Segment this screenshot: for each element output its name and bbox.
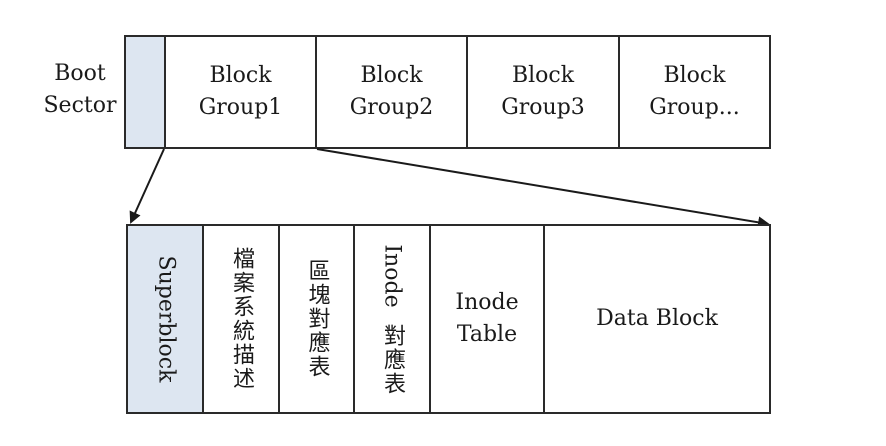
- block-group-more-line2: Group...: [649, 95, 740, 120]
- arrow-to-superblock: [129, 148, 165, 224]
- block-group-2: Block Group2: [315, 35, 468, 149]
- block-group-2-line1: Block: [360, 63, 423, 88]
- fs-description-label: 檔案系統描述: [229, 247, 254, 391]
- inode-table-line2: Table: [456, 322, 518, 347]
- inode-bitmap-cell: Inode 對應表: [353, 224, 431, 414]
- boot-sector-label-line1: Boot: [54, 61, 106, 86]
- inode-table-line1: Inode: [455, 290, 519, 315]
- block-bitmap-cell: 區塊對應表: [278, 224, 355, 414]
- boot-sector-label-line2: Sector: [43, 93, 117, 118]
- block-group-3: Block Group3: [466, 35, 620, 149]
- data-block-cell: Data Block: [543, 224, 771, 414]
- block-group-1-line2: Group1: [198, 95, 283, 120]
- block-group-2-line2: Group2: [349, 95, 434, 120]
- arrow-to-data-block: [316, 148, 770, 229]
- block-bitmap-label: 區塊對應表: [304, 259, 330, 379]
- boot-sector-label: Boot Sector: [40, 58, 120, 122]
- superblock-label: Superblock: [153, 255, 179, 383]
- block-group-1-line1: Block: [209, 63, 272, 88]
- inode-table-cell: Inode Table: [429, 224, 545, 414]
- block-group-more: Block Group...: [618, 35, 771, 149]
- block-group-3-line1: Block: [511, 63, 575, 88]
- boot-sector-block: [124, 35, 166, 149]
- block-group-3-line2: Group3: [501, 95, 585, 120]
- data-block-label: Data Block: [596, 306, 718, 331]
- fs-description-cell: 檔案系統描述: [202, 224, 280, 414]
- block-group-more-line1: Block: [663, 63, 726, 88]
- superblock-cell: Superblock: [126, 224, 204, 414]
- inode-bitmap-label-en: Inode: [380, 244, 405, 308]
- inode-bitmap-label-zh: 對應表: [380, 324, 405, 396]
